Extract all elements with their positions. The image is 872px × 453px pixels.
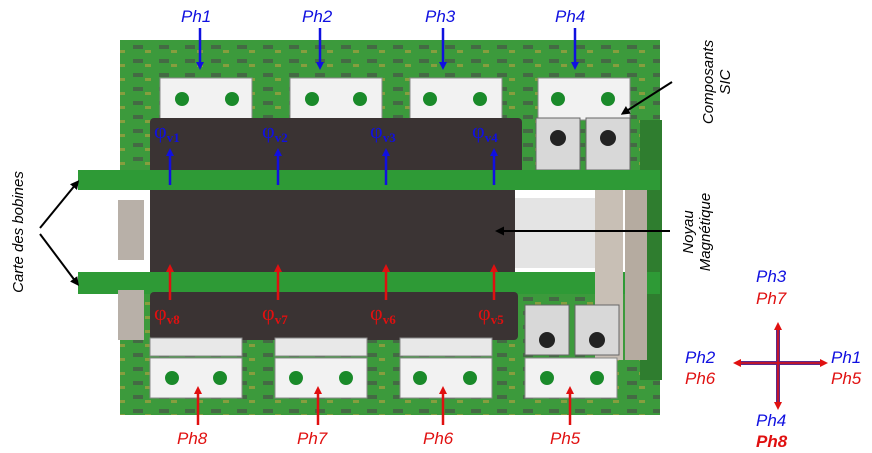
flux-label-v4: φv4	[472, 120, 498, 144]
coil-board-label: Carte des bobines	[10, 160, 30, 304]
compass-bottom-blue: Ph4	[756, 412, 786, 429]
flux-label-v5: φv5	[478, 302, 504, 326]
core-label: Noyau Magnétique	[680, 182, 720, 282]
direction-compass	[737, 326, 824, 406]
components-label: Composants SIC	[700, 27, 740, 137]
compass-right-blue: Ph1	[831, 349, 861, 366]
phase-label-ph5: Ph5	[550, 430, 580, 447]
phase-label-ph3: Ph3	[425, 8, 455, 25]
compass-left-blue: Ph2	[685, 349, 715, 366]
flux-label-v2: φv2	[262, 120, 288, 144]
bottom-winding-block	[150, 292, 518, 340]
flux-label-v1: φv1	[154, 120, 180, 144]
flux-label-v3: φv3	[370, 120, 396, 144]
phase-label-ph4: Ph4	[555, 8, 585, 25]
phase-label-ph1: Ph1	[181, 8, 211, 25]
phase-label-ph8: Ph8	[177, 430, 207, 447]
compass-bottom-red: Ph8	[756, 433, 787, 450]
compass-top-blue: Ph3	[756, 268, 786, 285]
phase-label-ph7: Ph7	[297, 430, 327, 447]
compass-right-red: Ph5	[831, 370, 861, 387]
phase-label-ph6: Ph6	[423, 430, 453, 447]
compass-left-red: Ph6	[685, 370, 715, 387]
phase-label-ph2: Ph2	[302, 8, 332, 25]
flux-label-v6: φv6	[370, 302, 396, 326]
compass-top-red: Ph7	[756, 290, 786, 307]
flux-label-v7: φv7	[262, 302, 288, 326]
magnetic-core	[150, 190, 515, 272]
flux-label-v8: φv8	[154, 302, 180, 326]
top-winding-block	[150, 118, 522, 178]
